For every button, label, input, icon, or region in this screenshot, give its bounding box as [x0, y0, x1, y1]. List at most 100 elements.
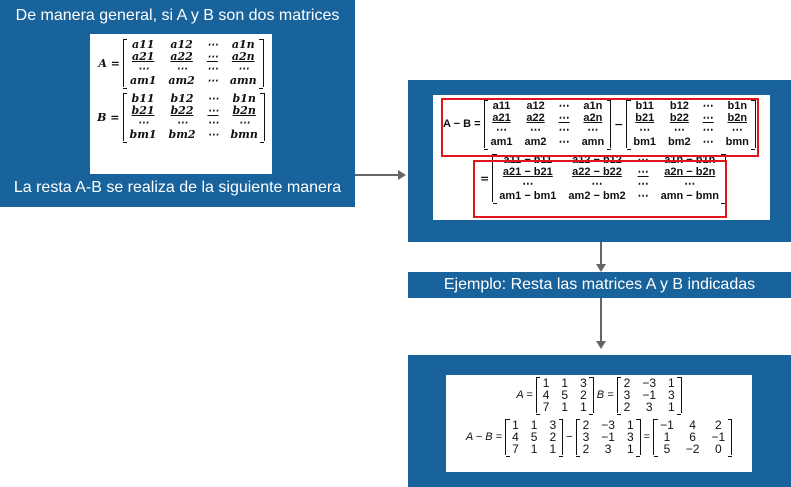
example-diff-label: A − B =	[465, 431, 503, 443]
matrix-cell: amn	[229, 74, 257, 87]
matrix-a-label: A =	[98, 56, 120, 70]
matrix-cell: bm1	[129, 128, 157, 141]
matrix-cell: a21 − b21	[502, 166, 553, 178]
box1-footer: La resta A-B se realiza de la siguiente …	[13, 179, 342, 196]
matrix-cell: ⋯	[558, 136, 570, 148]
matrix-cell: ⋯	[702, 124, 714, 136]
difference-label: A − B =	[443, 118, 481, 130]
matrix-cell: ⋯	[206, 38, 218, 51]
matrix-cell: a11	[492, 100, 511, 112]
matrix-cell: ⋯	[702, 136, 714, 148]
matrix-cell: 3	[626, 430, 634, 444]
matrix-cell: 1	[530, 418, 538, 432]
matrix-row: ⋯⋯⋯⋯	[123, 63, 263, 75]
arrow-down-1	[600, 242, 602, 264]
matrix-cell: ⋯	[591, 178, 603, 190]
matrix-cell: 1	[542, 376, 550, 390]
matrix-cell: b12	[170, 92, 194, 105]
matrix-cell: 7	[512, 442, 519, 456]
matrix-cell: 6	[689, 430, 696, 444]
matrix-cell: ⋯	[639, 124, 651, 136]
matrix-cell: am1	[490, 136, 513, 148]
matrix-cell: ⋯	[206, 50, 218, 63]
matrix-cell: 2	[623, 376, 631, 390]
matrix-cell: 2	[714, 418, 722, 432]
matrix-cell: 3	[668, 388, 675, 402]
matrix-cell: ⋯	[522, 178, 534, 190]
matrix-cell: a2n	[583, 112, 603, 124]
matrix-cell: 1	[663, 430, 671, 444]
matrix-cell: 2	[582, 442, 590, 456]
matrix-row: a21 a22 ⋯ a2n	[123, 51, 263, 63]
matrix-cell: ⋯	[137, 62, 149, 75]
matrix-cell: a21	[131, 50, 155, 63]
matrix-cell: 1	[549, 442, 557, 456]
matrix-cell: ⋯	[702, 112, 714, 124]
arrowhead-down-icon	[596, 341, 606, 349]
matrix-cell: 5	[561, 388, 569, 402]
matrix-b-label: B =	[97, 110, 120, 124]
matrix-cell: 3	[623, 388, 631, 402]
matrix-cell: −1	[601, 430, 615, 444]
matrix-row: ⋯⋯⋯⋯	[493, 178, 726, 190]
matrix-cell: ⋯	[237, 62, 249, 75]
matrix-cell: 3	[604, 442, 612, 456]
matrix-cell: 2	[582, 418, 590, 432]
matrix-cell: −3	[601, 418, 615, 432]
matrix-cell: 3	[645, 400, 653, 414]
highlight-box-top	[441, 98, 759, 157]
matrix-cell: 1	[561, 400, 569, 414]
matrix-cell: b21	[635, 112, 655, 124]
matrix-cell: b12	[669, 100, 689, 112]
matrix-cell: ⋯	[176, 62, 188, 75]
matrix-cell: a12	[526, 100, 545, 112]
matrix-cell: ⋯	[673, 124, 685, 136]
matrix-cell: a2n	[231, 50, 255, 63]
box1-title: De manera general, si A y B son dos matr…	[15, 7, 340, 24]
matrix-cell: ⋯	[206, 74, 218, 87]
matrix-cell: ⋯	[496, 124, 508, 136]
equals-sign: =	[480, 171, 490, 185]
example-banner-text: Ejemplo: Resta las matrices A y B indica…	[443, 276, 756, 293]
matrix-cell: 1	[668, 400, 675, 414]
arrowhead-right-icon	[398, 170, 406, 180]
arrowhead-down-icon	[596, 264, 606, 272]
matrix-cell: amn	[581, 136, 605, 148]
matrix-cell: b1n	[727, 100, 748, 112]
matrix-cell: ⋯	[637, 178, 649, 190]
matrix-cell: 7	[542, 400, 550, 414]
example-b-label: B =	[596, 389, 614, 401]
matrix-cell: a22	[170, 50, 193, 63]
matrix-cell: ⋯	[137, 116, 149, 129]
matrix-cell: b11	[131, 92, 155, 105]
